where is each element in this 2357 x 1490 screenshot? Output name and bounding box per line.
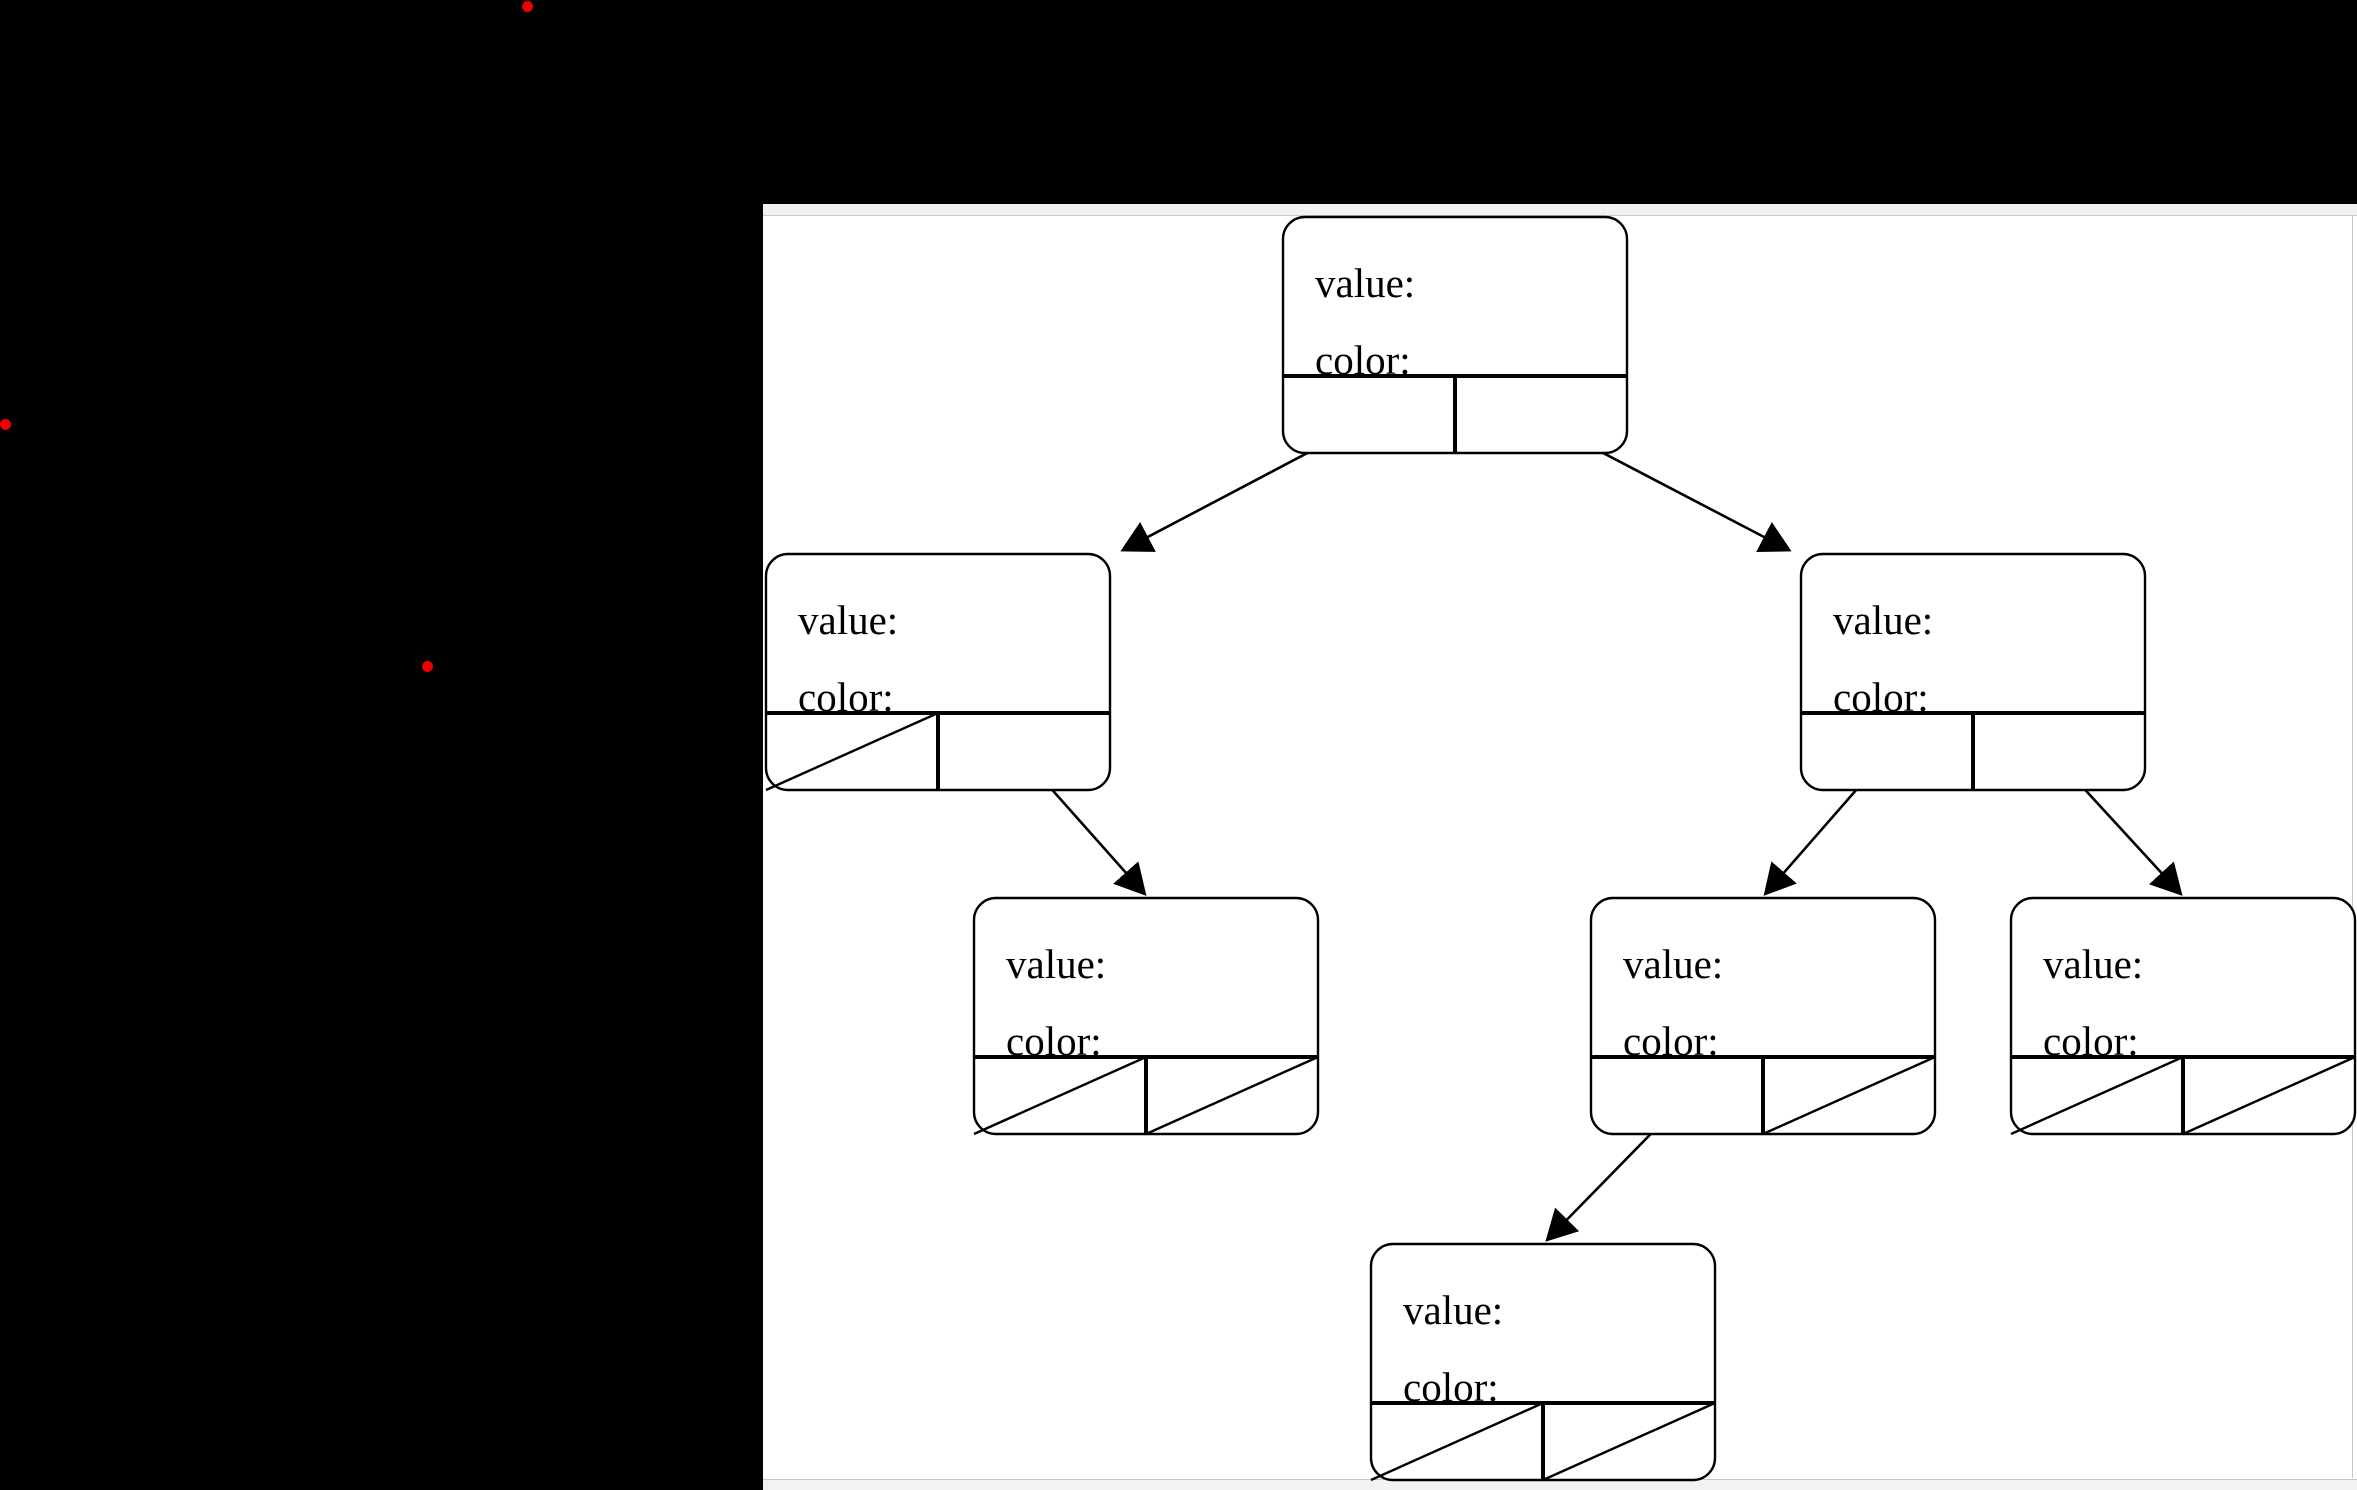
tree-node-left[interactable]: value: color: bbox=[764, 552, 1112, 792]
node-value-label: value: bbox=[1623, 941, 1723, 987]
node-value-label: value: bbox=[1403, 1287, 1503, 1333]
marker-dot-top bbox=[522, 1, 533, 12]
null-pointer-slash-left bbox=[1370, 1401, 1544, 1482]
marker-dot-left bbox=[0, 419, 11, 430]
null-pointer-slash-right bbox=[1145, 1055, 1319, 1136]
node-value-label: value: bbox=[2043, 941, 2143, 987]
null-pointer-slash-left bbox=[2010, 1055, 2184, 1136]
tree-node-right-right[interactable]: value: color: bbox=[2009, 896, 2357, 1136]
null-pointer-slash-right bbox=[1762, 1055, 1936, 1136]
marker-dot-mid bbox=[422, 661, 433, 672]
panel-scroll-rule[interactable] bbox=[2352, 216, 2353, 1478]
tree-node-root[interactable]: value: color: bbox=[1281, 215, 1629, 455]
tree-node-right-left-left[interactable]: value: color: bbox=[1369, 1242, 1717, 1482]
node-value-label: value: bbox=[1006, 941, 1106, 987]
node-value-label: value: bbox=[1833, 597, 1933, 643]
null-pointer-slash-right bbox=[1542, 1401, 1716, 1482]
null-pointer-slash-left bbox=[765, 711, 939, 792]
panel-top-strip bbox=[763, 204, 2357, 216]
document-panel: value: color: value: color: value: color… bbox=[763, 204, 2357, 1490]
null-pointer-slash-left bbox=[973, 1055, 1147, 1136]
tree-node-right[interactable]: value: color: bbox=[1799, 552, 2147, 792]
tree-node-left-right[interactable]: value: color: bbox=[972, 896, 1320, 1136]
tree-diagram-canvas: value: color: value: color: value: color… bbox=[764, 215, 2357, 1482]
node-value-label: value: bbox=[1315, 260, 1415, 306]
null-pointer-slash-right bbox=[2182, 1055, 2356, 1136]
node-value-label: value: bbox=[798, 597, 898, 643]
tree-node-right-left[interactable]: value: color: bbox=[1589, 896, 1937, 1136]
